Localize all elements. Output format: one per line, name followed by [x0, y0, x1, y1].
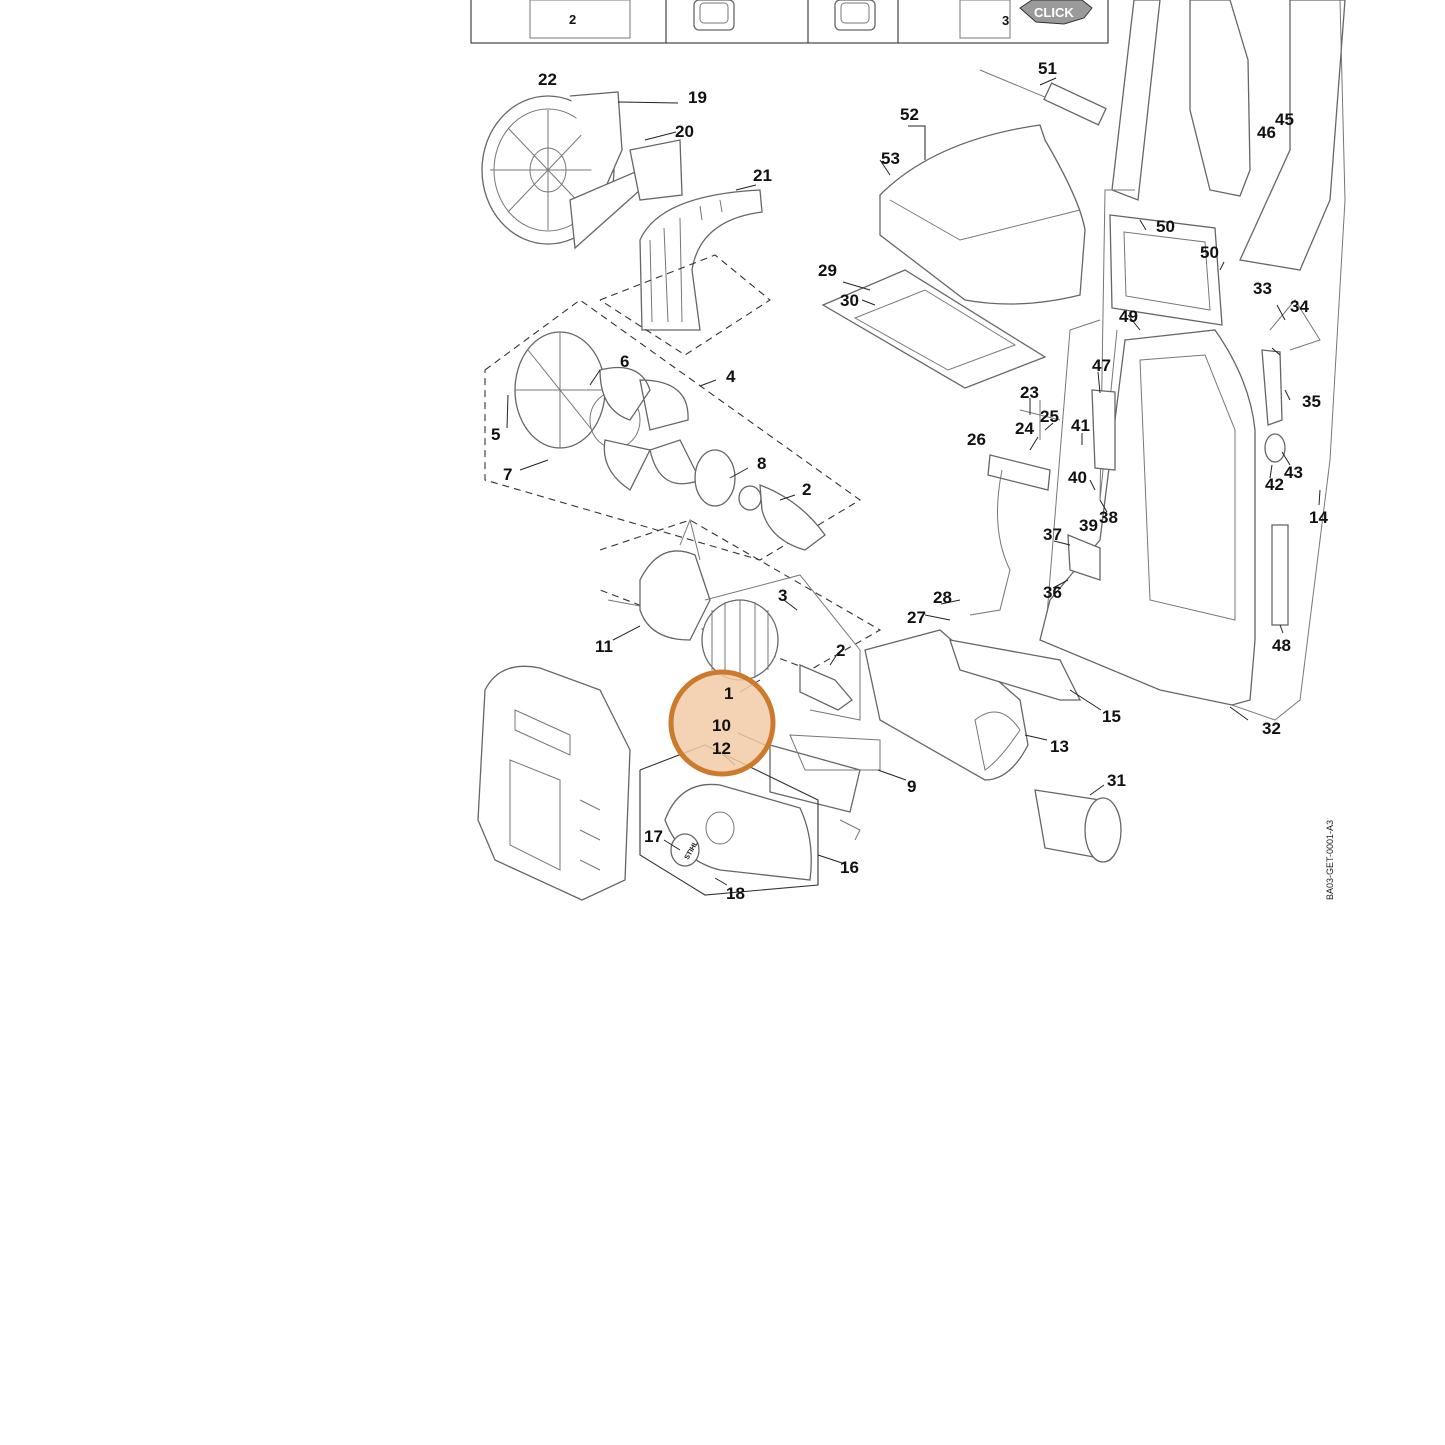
part-label-52[interactable]: 52 — [900, 105, 919, 124]
part-label-13[interactable]: 13 — [1050, 737, 1069, 756]
part-label-50-a[interactable]: 50 — [1156, 217, 1175, 236]
part-label-10[interactable]: 10 — [712, 716, 731, 735]
step-label-3: 3 — [1002, 13, 1009, 28]
part-label-8[interactable]: 8 — [757, 454, 766, 473]
part-label-23[interactable]: 23 — [1020, 383, 1039, 402]
part-label-43[interactable]: 43 — [1284, 463, 1303, 482]
part-labels: 22 19 20 21 51 52 53 45 46 50 50 29 30 3… — [491, 59, 1328, 903]
part-label-33[interactable]: 33 — [1253, 279, 1272, 298]
part-label-45[interactable]: 45 — [1275, 110, 1294, 129]
part-label-26[interactable]: 26 — [967, 430, 986, 449]
part-label-21[interactable]: 21 — [753, 166, 772, 185]
part-label-46[interactable]: 46 — [1257, 123, 1276, 142]
part-label-41[interactable]: 41 — [1071, 416, 1090, 435]
part-label-25[interactable]: 25 — [1040, 407, 1059, 426]
part-label-36[interactable]: 36 — [1043, 583, 1062, 602]
mesh-guard-drawing — [599, 189, 771, 356]
part-label-19[interactable]: 19 — [688, 88, 707, 107]
battery-pack-drawing — [477, 665, 631, 901]
part-label-30[interactable]: 30 — [840, 291, 859, 310]
part-label-6[interactable]: 6 — [620, 352, 629, 371]
part-label-14[interactable]: 14 — [1309, 508, 1328, 527]
part-label-7[interactable]: 7 — [503, 465, 512, 484]
part-label-49[interactable]: 49 — [1119, 307, 1138, 326]
motor-drawing — [599, 518, 882, 721]
part-label-2-a[interactable]: 2 — [802, 480, 811, 499]
part-label-35[interactable]: 35 — [1302, 392, 1321, 411]
part-label-40[interactable]: 40 — [1068, 468, 1087, 487]
part-label-51[interactable]: 51 — [1038, 59, 1057, 78]
nozzle-drawing — [1034, 789, 1122, 863]
leader-lines — [506, 77, 1321, 886]
part-label-15[interactable]: 15 — [1102, 707, 1121, 726]
part-label-18[interactable]: 18 — [726, 884, 745, 903]
back-plate-drawing — [1039, 214, 1289, 706]
part-label-37[interactable]: 37 — [1043, 525, 1062, 544]
part-label-42[interactable]: 42 — [1265, 475, 1284, 494]
part-label-5[interactable]: 5 — [491, 425, 500, 444]
part-label-16[interactable]: 16 — [840, 858, 859, 877]
blower-tube-drawing — [864, 629, 1082, 781]
part-label-29[interactable]: 29 — [818, 261, 837, 280]
click-burst — [1019, 0, 1093, 25]
part-label-48[interactable]: 48 — [1272, 636, 1291, 655]
part-label-47[interactable]: 47 — [1092, 356, 1111, 375]
fan-housing-drawing — [481, 91, 683, 250]
seat-pad-drawing — [821, 69, 1107, 389]
part-label-4[interactable]: 4 — [726, 367, 736, 386]
part-label-38[interactable]: 38 — [1099, 508, 1118, 527]
step-label-2: 2 — [569, 12, 576, 27]
small-parts-drawing — [969, 299, 1321, 616]
document-code: BA03-GET-0001-A3 — [1325, 820, 1335, 900]
part-label-50-b[interactable]: 50 — [1200, 243, 1219, 262]
part-label-20[interactable]: 20 — [675, 122, 694, 141]
part-label-11[interactable]: 11 — [595, 637, 613, 656]
part-label-28[interactable]: 28 — [933, 588, 952, 607]
part-label-27[interactable]: 27 — [907, 608, 926, 627]
part-label-32[interactable]: 32 — [1262, 719, 1281, 738]
part-label-1[interactable]: 1 — [724, 684, 733, 703]
part-label-39[interactable]: 39 — [1079, 516, 1098, 535]
part-label-22[interactable]: 22 — [538, 70, 557, 89]
part-label-53[interactable]: 53 — [881, 149, 900, 168]
cover-drawing — [639, 744, 819, 896]
harness-frame-drawing — [1044, 0, 1346, 721]
instruction-strip: 2 3 CLICK — [470, 0, 1109, 44]
part-label-2-b[interactable]: 2 — [836, 641, 845, 660]
part-label-24[interactable]: 24 — [1015, 419, 1034, 438]
part-label-3[interactable]: 3 — [778, 586, 787, 605]
part-label-12[interactable]: 12 — [712, 739, 731, 758]
click-text: CLICK — [1034, 5, 1074, 20]
part-label-17[interactable]: 17 — [644, 827, 663, 846]
part-label-34[interactable]: 34 — [1290, 297, 1309, 316]
highlight-circle[interactable] — [668, 669, 776, 777]
impeller-drawing — [484, 299, 862, 561]
part-label-9[interactable]: 9 — [907, 777, 916, 796]
part-label-31[interactable]: 31 — [1107, 771, 1126, 790]
